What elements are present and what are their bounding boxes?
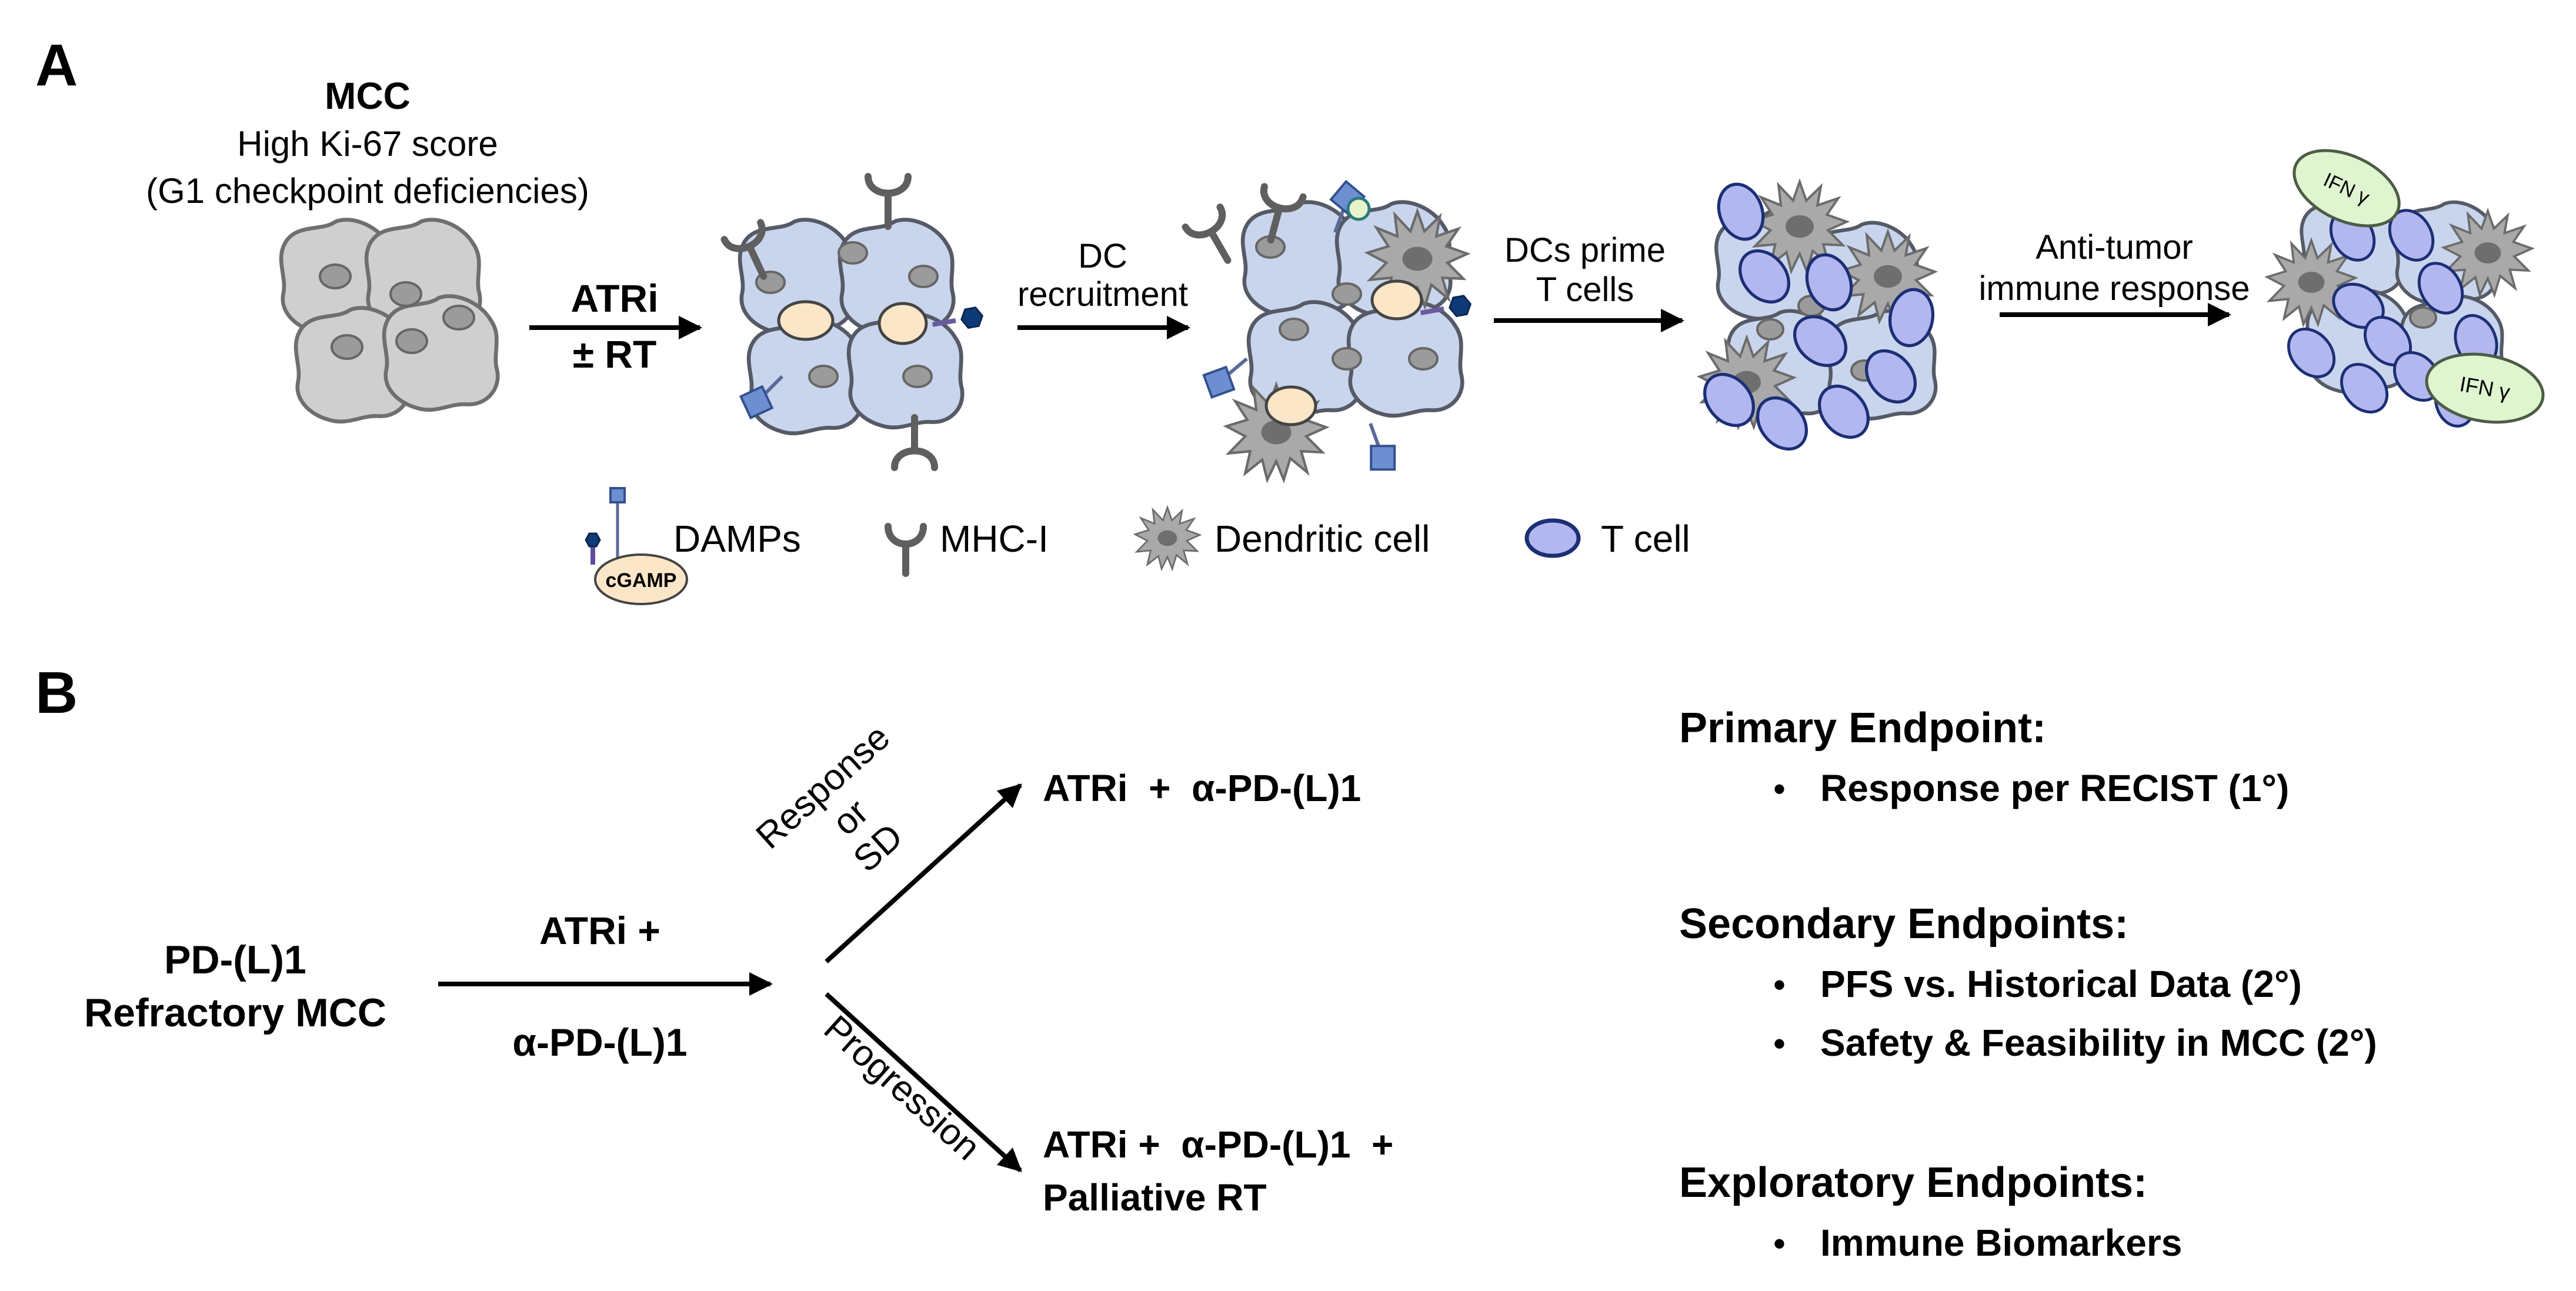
tumor-cluster-dc-recruitment	[1186, 179, 1473, 480]
legend-mhc-label: MHC-I	[940, 518, 1049, 560]
mcc-line1: High Ki-67 score	[237, 124, 498, 164]
treatment-bottom: α-PD-(L)1	[512, 1020, 687, 1064]
legend-dendritic-label: Dendritic cell	[1214, 518, 1430, 560]
legend: cGAMP DAMPs MHC-I Dendritic cell T cell	[585, 487, 1690, 605]
ifn-gamma-bubble-bottom: IFN γ	[2425, 352, 2545, 424]
secondary-item-1: PFS vs. Historical Data (2°)	[1820, 963, 2302, 1005]
legend-dendritic-cell-icon	[1134, 506, 1201, 570]
start-line2: Refractory MCC	[84, 990, 386, 1035]
step2-line2: recruitment	[1017, 275, 1188, 313]
primary-endpoint-title: Primary Endpoint:	[1679, 705, 2046, 752]
step3-line1: DCs prime	[1504, 231, 1666, 269]
step1-bottom-label: ± RT	[573, 332, 657, 376]
legend-damps-label: DAMPs	[673, 518, 801, 560]
tumor-cluster-t-cell-priming	[1695, 178, 1937, 459]
primary-item: Response per RECIST (1°)	[1820, 767, 2289, 809]
tumor-cluster-treated	[725, 176, 985, 468]
primary-bullet: •	[1773, 769, 1786, 809]
secondary-bullet-1: •	[1773, 965, 1786, 1005]
secondary-item-2: Safety & Feasibility in MCC (2°)	[1820, 1022, 2377, 1064]
step4-line2: immune response	[1979, 269, 2250, 308]
legend-t-cell-icon	[1524, 518, 1581, 558]
legend-damps-cgamp-icon: cGAMP	[585, 487, 688, 605]
step4-line1: Anti-tumor	[2036, 228, 2193, 266]
tumor-cluster-untreated	[281, 220, 498, 422]
endpoints: Primary Endpoint: • Response per RECIST …	[1679, 705, 2377, 1264]
legend-cgamp-label: cGAMP	[606, 569, 677, 592]
outcome-up: ATRi + α-PD-(L)1	[1043, 767, 1361, 809]
legend-mhc-icon	[885, 523, 927, 577]
outcome-down-line1: ATRi + α-PD-(L)1 +	[1043, 1123, 1393, 1166]
secondary-bullet-2: •	[1773, 1024, 1786, 1063]
step3-line2: T cells	[1536, 271, 1634, 309]
treatment-top: ATRi +	[539, 909, 660, 952]
tumor-cluster-immune-response	[2266, 196, 2533, 429]
exploratory-item: Immune Biomarkers	[1820, 1222, 2182, 1264]
exploratory-endpoints-title: Exploratory Endpoints:	[1679, 1159, 2147, 1206]
arrow-branch-response	[825, 783, 1022, 963]
panel-label-b: B	[35, 660, 78, 726]
mcc-line2: (G1 checkpoint deficiencies)	[146, 171, 589, 211]
branch-up-label: Response or SD	[749, 717, 911, 880]
branch-down-label: Progression	[816, 1008, 988, 1168]
outcome-down-line2: Palliative RT	[1043, 1176, 1267, 1219]
start-line1: PD-(L)1	[164, 938, 306, 982]
exploratory-bullet: •	[1773, 1224, 1786, 1263]
ifn-gamma-bubble-top: IFN γ	[2293, 149, 2401, 228]
arrow-branch-progression	[825, 992, 1022, 1172]
step1-top-label: ATRi	[570, 276, 658, 320]
panel-label-a: A	[35, 32, 78, 98]
secondary-endpoints-title: Secondary Endpoints:	[1679, 900, 2128, 948]
step2-line1: DC	[1078, 237, 1127, 275]
mcc-title: MCC	[325, 75, 411, 117]
legend-tcell-label: T cell	[1601, 518, 1690, 560]
